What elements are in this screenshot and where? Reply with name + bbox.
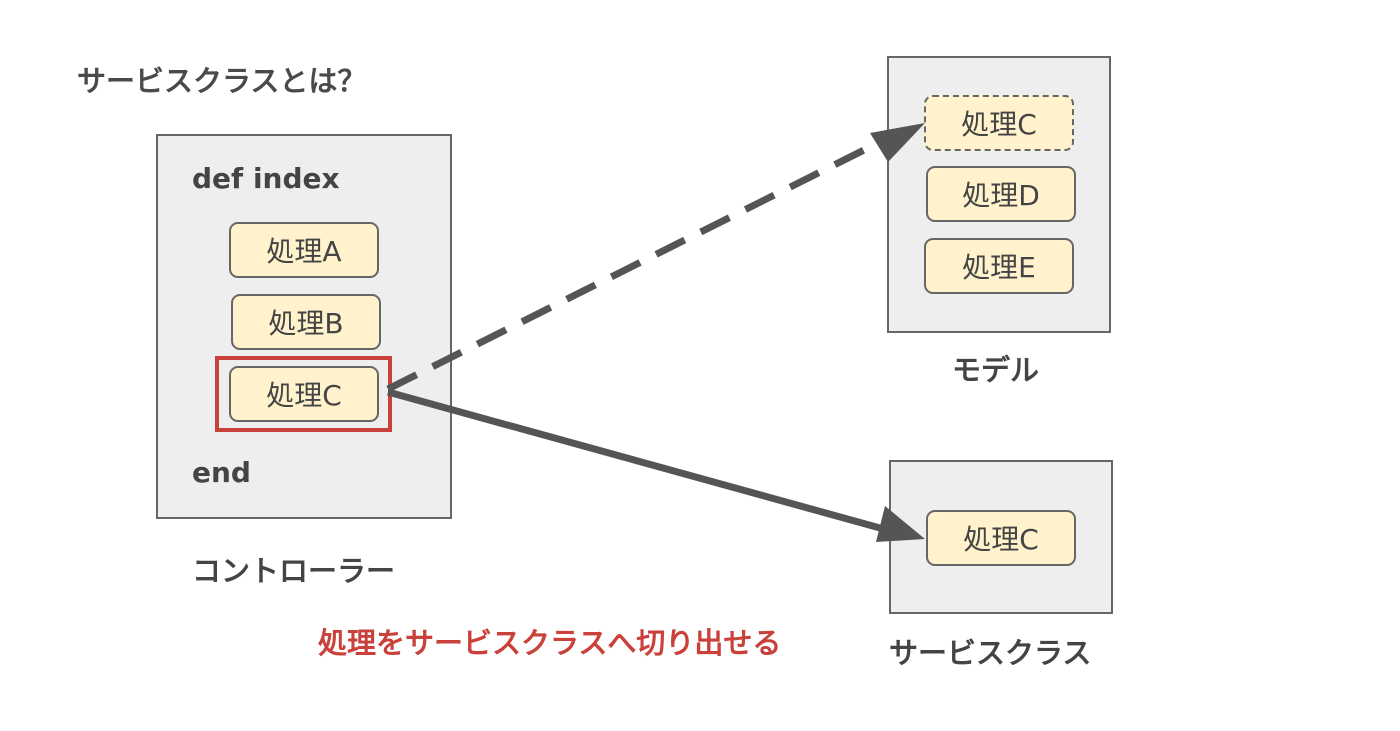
controller-step-c: 処理C	[229, 366, 379, 422]
diagram-title: サービスクラスとは？	[77, 64, 367, 98]
model-step-d: 処理D	[926, 166, 1076, 222]
extraction-note: 処理をサービスクラスへ切り出せる	[318, 626, 782, 660]
service-label: サービスクラス	[889, 636, 1092, 670]
controller-step-a: 処理A	[229, 222, 379, 278]
def-index-line: def index	[192, 162, 340, 195]
controller-label: コントローラー	[192, 554, 396, 588]
controller-step-b: 処理B	[231, 294, 381, 350]
dashed-arrow-to-model	[386, 138, 882, 393]
end-line: end	[192, 456, 251, 489]
model-step-c: 処理C	[924, 95, 1074, 151]
solid-arrowhead	[876, 506, 925, 542]
model-step-e: 処理E	[924, 238, 1074, 294]
dashed-arrowhead	[870, 123, 925, 162]
service-step-c: 処理C	[926, 510, 1076, 566]
solid-arrow-to-service	[387, 388, 881, 532]
model-label: モデル	[952, 353, 1040, 387]
